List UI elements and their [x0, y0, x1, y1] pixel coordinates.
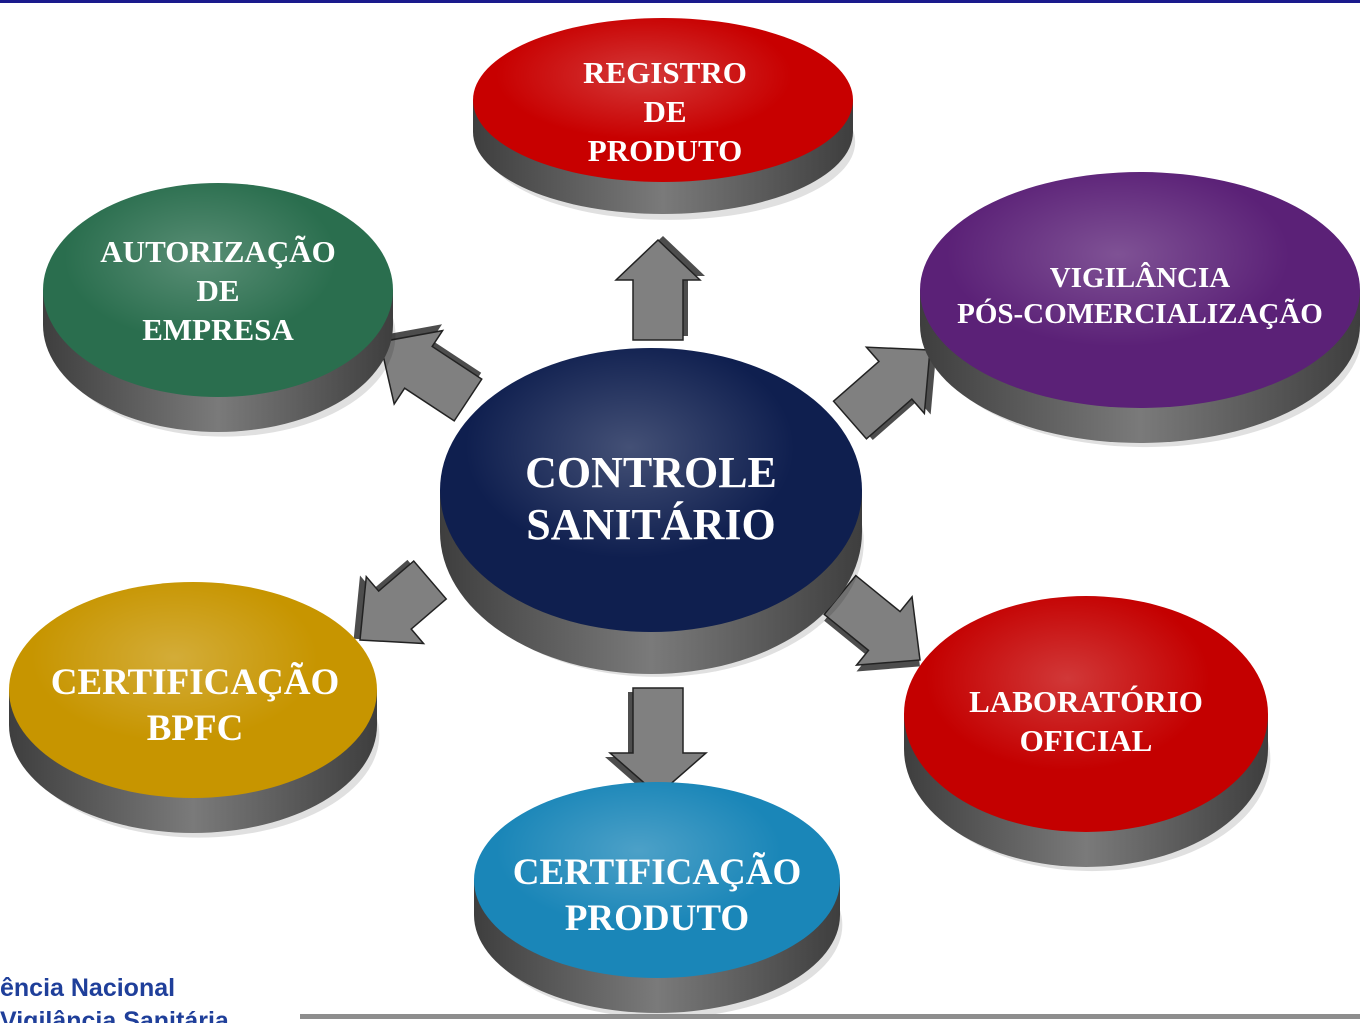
vigilancia-line2: PÓS-COMERCIALIZAÇÃO	[957, 298, 1323, 331]
center-node	[440, 348, 864, 677]
registro-node-shine	[473, 18, 853, 182]
laboratorio-label: LABORATÓRIO OFICIAL	[936, 683, 1236, 761]
certificacao-produto-node-shine	[474, 782, 840, 978]
footer-logo-line1: ência Nacional	[0, 974, 176, 1002]
arrow-to-certificacao-produto	[605, 687, 708, 799]
arrows-layer	[353, 236, 937, 799]
vigilancia-label: VIGILÂNCIA PÓS-COMERCIALIZAÇÃO	[940, 260, 1340, 333]
arrow-to-vigilancia-shape	[832, 346, 931, 440]
autorizacao-node	[43, 183, 396, 437]
arrow-to-autorizacao-shape	[379, 329, 483, 422]
certificacao-produto-line1: CERTIFICAÇÃO	[512, 852, 802, 893]
registro-label: REGISTRO DE PRODUTO	[520, 54, 810, 170]
certificacao-bpfc-node	[9, 582, 380, 838]
autorizacao-node-shine	[43, 183, 393, 397]
certificacao-bpfc-line2: BPFC	[146, 708, 244, 750]
center-label-line2: SANITÁRIO	[526, 499, 776, 549]
certificacao-produto-label: CERTIFICAÇÃO PRODUTO	[492, 850, 822, 943]
footer-logo-line2: Vigilância Sanitária	[0, 1006, 229, 1023]
certificacao-bpfc-label: CERTIFICAÇÃO BPFC	[30, 660, 360, 753]
registro-line2: DE	[643, 93, 687, 129]
discs-layer	[9, 18, 1360, 1019]
laboratorio-node	[904, 596, 1271, 872]
autorizacao-line2: DE	[196, 272, 240, 308]
registro-line1: REGISTRO	[583, 55, 747, 90]
certificacao-bpfc-node-shine	[9, 582, 377, 798]
arrow-to-bpfc	[353, 559, 448, 645]
arrow-to-laboratorio-shape	[823, 574, 921, 667]
arrow-to-vigilancia	[832, 346, 937, 440]
arrow-to-bpfc-shape	[359, 559, 448, 645]
arrow-to-certificacao-produto-shape	[608, 687, 708, 796]
arrow-to-autorizacao	[379, 324, 483, 422]
top-rule	[0, 0, 1360, 3]
certificacao-produto-line2: PRODUTO	[564, 898, 750, 940]
arrow-to-registro-shape	[614, 238, 702, 341]
arrow-to-registro	[614, 236, 705, 341]
arrow-to-laboratorio	[823, 574, 921, 672]
footer-rule	[300, 1014, 1360, 1019]
autorizacao-line3: EMPRESA	[142, 311, 294, 347]
certificacao-produto-node	[474, 782, 843, 1019]
center-node-shine	[440, 348, 862, 632]
vigilancia-line1: VIGILÂNCIA	[1049, 262, 1231, 294]
certificacao-bpfc-line1: CERTIFICAÇÃO	[50, 662, 340, 703]
vigilancia-node-shine	[920, 172, 1360, 408]
center-label-line1: CONTROLE	[525, 448, 777, 497]
vigilancia-node	[920, 172, 1360, 448]
registro-node	[473, 18, 856, 220]
laboratorio-line1: LABORATÓRIO	[969, 684, 1203, 719]
autorizacao-line1: AUTORIZAÇÃO	[100, 234, 336, 269]
autorizacao-label: AUTORIZAÇÃO DE EMPRESA	[68, 233, 368, 349]
laboratorio-node-shine	[904, 596, 1268, 832]
footer-logo: ência Nacional Vigilância Sanitária	[0, 972, 229, 1023]
registro-line3: PRODUTO	[587, 132, 743, 168]
laboratorio-line2: OFICIAL	[1019, 722, 1153, 758]
center-label: CONTROLE SANITÁRIO	[451, 447, 851, 551]
